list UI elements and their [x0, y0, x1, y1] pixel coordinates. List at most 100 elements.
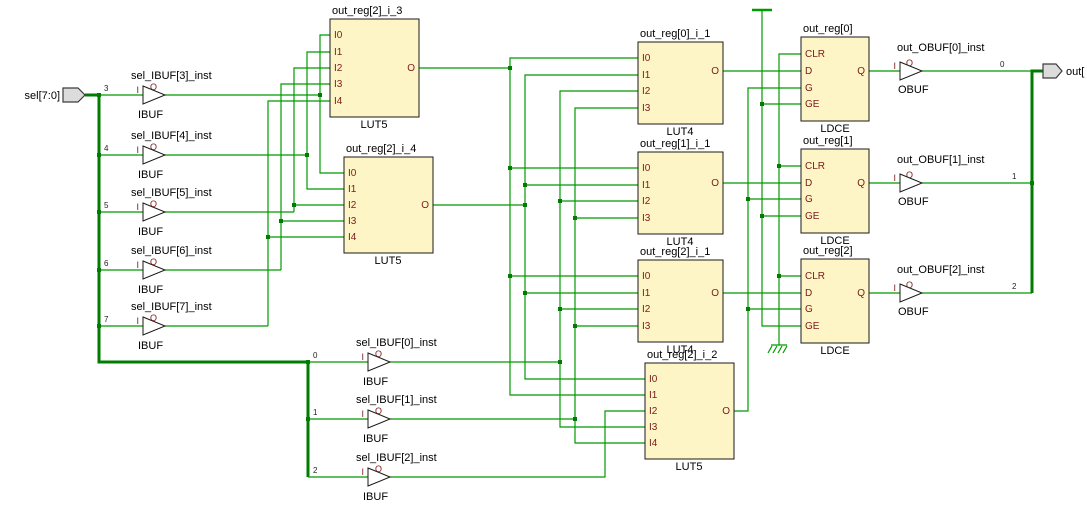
cell-type: IBUF — [363, 491, 388, 503]
cell-out-reg0-i1[interactable]: out_reg[0]_i_1 LUT4 I0 I1 I2 I3 O — [637, 28, 724, 138]
cell-type: IBUF — [138, 109, 163, 121]
bit-label: 5 — [104, 201, 109, 210]
instance-name: sel_IBUF[6]_inst — [131, 245, 212, 257]
net-sel-bus-branches — [99, 94, 368, 478]
pin-label: I — [361, 467, 364, 477]
lut-body — [343, 156, 434, 254]
net-sel2 — [390, 410, 645, 478]
cell-type: IBUF — [363, 433, 388, 445]
bit-label: 4 — [104, 144, 109, 153]
pin-label: O — [906, 170, 913, 180]
net-sel-bus — [85, 93, 310, 477]
pin-label: O — [711, 178, 719, 189]
pin-label: I3 — [334, 79, 343, 90]
cell-type: IBUF — [138, 284, 163, 296]
cell-out-reg1[interactable]: out_reg[1] LDCE CLR D G GE Q — [800, 135, 870, 247]
pin-label: I4 — [649, 438, 658, 449]
net-vcc — [761, 10, 801, 327]
ibuf-sel-7[interactable]: sel_IBUF[7]_inst IBUF I O — [131, 301, 212, 352]
input-port-symbol — [62, 87, 86, 103]
pin-label: O — [150, 257, 157, 267]
pin-label: O — [150, 82, 157, 92]
cell-type: OBUF — [898, 306, 929, 318]
pin-label: I3 — [642, 213, 651, 224]
instance-name: sel_IBUF[0]_inst — [356, 337, 437, 349]
cell-type: LUT5 — [361, 119, 388, 131]
obuf-out-0[interactable]: out_OBUF[0]_inst OBUF I O — [893, 42, 984, 96]
cell-type: IBUF — [138, 226, 163, 238]
obuf-out-1[interactable]: out_OBUF[1]_inst OBUF I O — [893, 154, 984, 208]
pin-label: O — [722, 406, 730, 417]
pin-label: I3 — [642, 103, 651, 114]
instance-name: out_reg[1]_i_1 — [640, 138, 710, 150]
pin-label: G — [805, 194, 813, 205]
instance-name: sel_IBUF[4]_inst — [131, 130, 212, 142]
output-port-symbol — [1042, 63, 1063, 79]
gnd-symbol[interactable] — [767, 344, 788, 354]
ibuf-sel-3[interactable]: sel_IBUF[3]_inst IBUF I O — [131, 70, 212, 121]
cell-type: OBUF — [898, 196, 929, 208]
buffer-symbol — [367, 352, 392, 372]
pin-label: O — [150, 199, 157, 209]
ibuf-sel-1[interactable]: sel_IBUF[1]_inst IBUF I O — [356, 394, 437, 445]
ibuf-sel-2[interactable]: sel_IBUF[2]_inst IBUF I O — [356, 452, 437, 503]
net-obuf-out — [922, 70, 1032, 294]
cell-out-reg2-i4[interactable]: out_reg[2]_i_4 LUT5 I0 I1 I2 I3 I4 O — [343, 143, 434, 267]
instance-name: sel_IBUF[1]_inst — [356, 394, 437, 406]
buffer-symbol — [142, 260, 167, 280]
pin-label: I1 — [642, 288, 651, 299]
net-lut-i4-out — [433, 74, 645, 380]
pin-label: I0 — [348, 168, 357, 179]
net-sel6 — [165, 83, 344, 271]
cell-type: LDCE — [820, 235, 849, 247]
obuf-out-2[interactable]: out_OBUF[2]_inst OBUF I O — [893, 264, 984, 318]
port-out[interactable]: out[ — [1042, 63, 1084, 79]
bit-label: 3 — [104, 84, 109, 93]
cell-out-reg1-i1[interactable]: out_reg[1]_i_1 LUT4 I0 I1 I2 I3 O — [637, 138, 724, 248]
ibuf-sel-6[interactable]: sel_IBUF[6]_inst IBUF I O — [131, 245, 212, 296]
pin-label: CLR — [805, 271, 825, 282]
bit-label: 6 — [104, 259, 109, 268]
instance-name: out_OBUF[1]_inst — [897, 154, 984, 166]
instance-name: out_reg[0] — [803, 23, 853, 35]
pin-label: I3 — [348, 216, 357, 227]
cell-out-reg2-i1[interactable]: out_reg[2]_i_1 LUT4 I0 I1 I2 I3 O — [637, 246, 724, 356]
pin-label: I — [136, 145, 139, 155]
net-sel5 — [165, 67, 344, 213]
pin-label: I — [136, 316, 139, 326]
pin-label: I2 — [642, 196, 651, 207]
pin-label: I1 — [642, 180, 651, 191]
cell-out-reg2-i2[interactable]: out_reg[2]_i_2 LUT5 I0 I1 I2 I3 I4 O — [644, 349, 735, 473]
bit-label: 2 — [313, 466, 318, 475]
pin-label: GE — [805, 99, 820, 110]
cell-out-reg2[interactable]: out_reg[2] LDCE CLR D G GE Q — [800, 245, 870, 357]
lut-body — [644, 362, 735, 460]
cell-out-reg2-i3[interactable]: out_reg[2]_i_3 LUT5 I0 I1 I2 I3 I4 O — [329, 5, 420, 131]
bit-label: 0 — [313, 351, 318, 360]
lut-body — [637, 41, 724, 125]
pin-label: I2 — [649, 406, 658, 417]
pin-label: I — [361, 352, 364, 362]
pin-label: Q — [857, 178, 865, 189]
ibuf-sel-4[interactable]: sel_IBUF[4]_inst IBUF I O — [131, 130, 212, 181]
ibuf-sel-5[interactable]: sel_IBUF[5]_inst IBUF I O — [131, 187, 212, 238]
ibuf-sel-0[interactable]: sel_IBUF[0]_inst IBUF I O — [356, 337, 437, 388]
nets[interactable] — [85, 10, 1043, 478]
port-sel[interactable]: sel[7:0] — [25, 87, 86, 103]
instance-name: sel_IBUF[5]_inst — [131, 187, 212, 199]
pin-label: O — [375, 349, 382, 359]
lut-body — [637, 151, 724, 235]
pin-label: I0 — [642, 271, 651, 282]
pin-label: I2 — [642, 86, 651, 97]
input-port-label: sel[7:0] — [25, 90, 60, 102]
pin-label: D — [805, 178, 812, 189]
pin-label: O — [421, 200, 429, 211]
instance-name: out_OBUF[0]_inst — [897, 42, 984, 54]
pin-label: I4 — [348, 232, 357, 243]
cell-out-reg0[interactable]: out_reg[0] LDCE CLR D G GE Q — [800, 23, 870, 135]
pin-label: I1 — [334, 47, 343, 58]
pin-label: I0 — [642, 53, 651, 64]
bus-bit-labels: 3 4 5 6 7 0 1 2 0 1 2 — [104, 60, 1017, 475]
pin-label: O — [150, 313, 157, 323]
instance-name: sel_IBUF[3]_inst — [131, 70, 212, 82]
